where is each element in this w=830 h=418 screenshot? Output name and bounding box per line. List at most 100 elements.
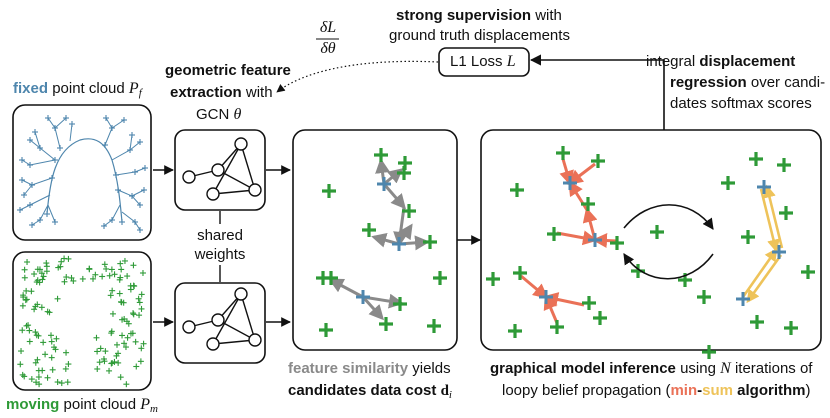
moving-point (63, 349, 70, 356)
fixed-point (141, 187, 147, 193)
fixed-point (57, 145, 63, 151)
similarity-yields: yields (412, 360, 451, 377)
moving-point (114, 341, 121, 348)
regression-line1: integral displacement (646, 53, 795, 71)
moving-point (28, 376, 35, 383)
moving-point (130, 282, 137, 289)
candidate-green (591, 154, 605, 168)
candidate-green (322, 184, 336, 198)
fixed-point (121, 117, 127, 123)
moving-point (21, 266, 28, 273)
supervision-with: with (535, 7, 562, 24)
fixed-point (45, 115, 51, 121)
fixed-point (69, 121, 75, 127)
moving-point (64, 379, 71, 386)
moving-point (94, 348, 101, 355)
regression-word: regression (670, 74, 747, 91)
moving-point-markers (17, 255, 147, 388)
moving-point (127, 286, 134, 293)
moving-point (133, 363, 140, 370)
moving-point (61, 278, 68, 285)
moving-point (117, 260, 124, 267)
moving-point (28, 288, 35, 295)
fixed-point-markers (17, 115, 148, 233)
moving-point (65, 361, 72, 368)
moving-point (119, 316, 126, 323)
moving-point (117, 374, 124, 381)
candidate-green (374, 148, 388, 162)
moving-point (49, 366, 56, 373)
candidate-green (393, 297, 407, 311)
gcn-theta: θ (233, 106, 242, 123)
gcn-extraction: extraction (170, 84, 242, 101)
moving-point (106, 367, 113, 374)
moving-point (33, 379, 40, 386)
candidate-blue (539, 290, 553, 304)
moving-point (26, 338, 33, 345)
loss-variable: L (506, 53, 516, 70)
candidate-green (397, 166, 411, 180)
candidate-green (324, 271, 338, 285)
moving-point (111, 358, 118, 365)
moving-point (103, 265, 110, 272)
moving-sub: m (150, 403, 158, 415)
candidate-blue (356, 290, 370, 304)
moving-point (111, 271, 118, 278)
fixed-point (49, 175, 55, 181)
fixed-point (129, 193, 135, 199)
fixed-point (52, 219, 58, 225)
inference-line2: loopy belief propagation (min-sum algori… (502, 382, 810, 400)
candidate-blue (757, 180, 771, 194)
moving-point (48, 332, 55, 339)
moving-point (101, 261, 108, 268)
moving-point (31, 271, 38, 278)
moving-point (115, 359, 122, 366)
moving-point (117, 274, 124, 281)
candidate-green (547, 227, 561, 241)
moving-point (107, 292, 114, 299)
moving-point (44, 374, 51, 381)
gradient-numerator: δL (319, 19, 337, 36)
fixed-point (37, 217, 43, 223)
gradient-denominator: δθ (320, 40, 336, 57)
moving-point (108, 360, 115, 367)
fixed-point (132, 169, 138, 175)
similarity-d: d (440, 383, 449, 399)
moving-word: moving (6, 396, 60, 413)
fixed-point (132, 219, 138, 225)
moving-point (119, 332, 126, 339)
inference-using: using (680, 360, 716, 377)
moving-point (138, 291, 145, 298)
candidate-blue (392, 237, 406, 251)
moving-point (130, 262, 137, 269)
moving-point (109, 287, 116, 294)
shared-label-2: weights (194, 246, 246, 263)
fixed-point (17, 207, 23, 213)
candidate-green (556, 146, 570, 160)
moving-point (48, 354, 55, 361)
gcn-label-line1: geometric feature (165, 62, 291, 79)
moving-point (44, 308, 51, 315)
moving-point (62, 365, 69, 372)
candidate-green (582, 296, 596, 310)
moving-point (70, 277, 77, 284)
fixed-point (137, 139, 143, 145)
moving-point (116, 290, 123, 297)
fixed-point (32, 129, 38, 135)
moving-point (102, 348, 109, 355)
moving-point (52, 346, 59, 353)
regression-integral: integral (646, 53, 696, 70)
moving-point (93, 334, 100, 341)
regression-line2: regression over candi- (670, 74, 825, 92)
moving-point (96, 359, 103, 366)
fixed-point (115, 187, 121, 193)
candidate-blue (772, 245, 786, 259)
fixed-point (19, 157, 25, 163)
fixed-point (142, 165, 148, 171)
candidate-green (593, 311, 607, 325)
fixed-point (103, 115, 109, 121)
moving-point (48, 338, 55, 345)
inference-algorithm: algorithm (737, 382, 806, 399)
moving-var: P (140, 396, 151, 413)
